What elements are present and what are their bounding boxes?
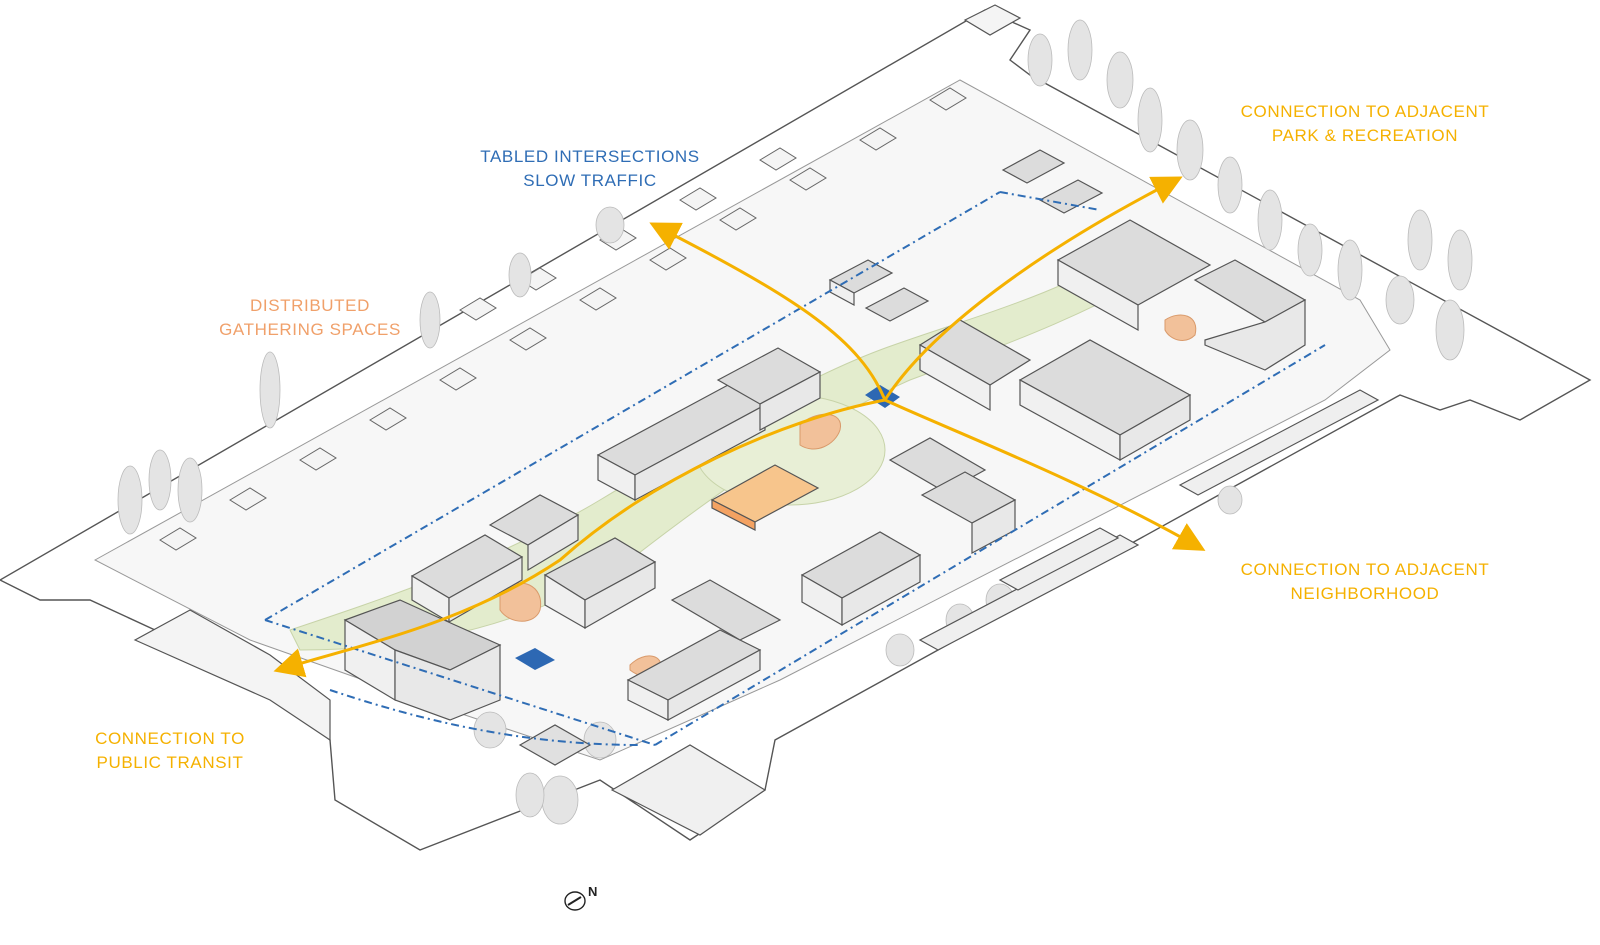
tabled-intersection-south (515, 648, 555, 670)
label-gathering-line2: GATHERING SPACES (219, 320, 401, 339)
label-transit-connection: CONNECTION TO PUBLIC TRANSIT (70, 727, 270, 775)
north-arrow: N (563, 884, 609, 914)
north-arrow-icon (564, 891, 586, 911)
houses-northwest (159, 87, 967, 551)
connection-paths (273, 176, 1206, 678)
gathering-spaces (499, 314, 1197, 677)
label-tabled-line1: TABLED INTERSECTIONS (480, 147, 700, 166)
label-tabled-intersections: TABLED INTERSECTIONS SLOW TRAFFIC (470, 145, 710, 193)
north-arrow-letter: N (588, 884, 598, 899)
label-gathering-spaces: DISTRIBUTED GATHERING SPACES (210, 294, 410, 342)
label-tabled-line2: SLOW TRAFFIC (523, 171, 657, 190)
label-transit-line2: PUBLIC TRANSIT (96, 753, 244, 772)
label-neighborhood-line2: NEIGHBORHOOD (1290, 584, 1440, 603)
buildings (133, 4, 1380, 836)
label-park-connection: CONNECTION TO ADJACENT PARK & RECREATION (1235, 100, 1495, 148)
label-neighborhood-connection: CONNECTION TO ADJACENT NEIGHBORHOOD (1235, 558, 1495, 606)
label-neighborhood-line1: CONNECTION TO ADJACENT (1240, 560, 1490, 579)
label-transit-line1: CONNECTION TO (95, 729, 245, 748)
label-gathering-line1: DISTRIBUTED (250, 296, 370, 315)
label-park-line2: PARK & RECREATION (1271, 126, 1459, 145)
label-park-line1: CONNECTION TO ADJACENT (1240, 102, 1490, 121)
trees (117, 19, 1473, 825)
traffic-routes (264, 191, 1326, 746)
